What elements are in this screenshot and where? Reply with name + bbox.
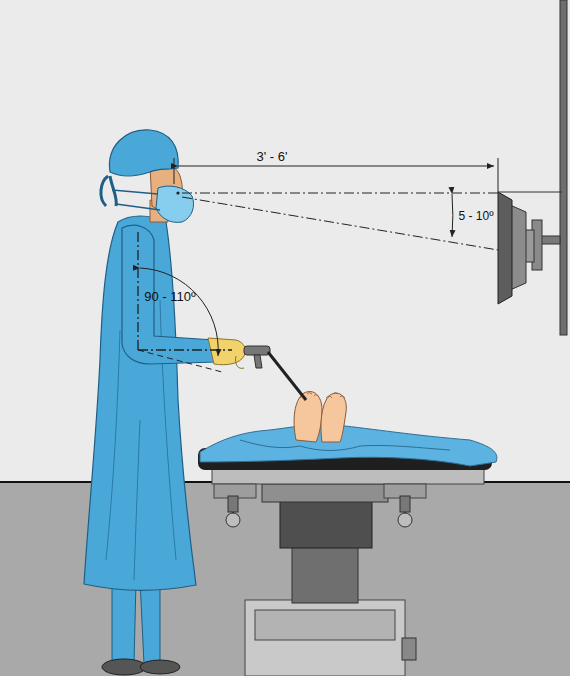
operating-table-part [262,484,388,502]
dimension-lines-part [452,194,454,237]
surgeon-part [156,186,194,222]
operating-table-part [292,545,358,603]
operating-table-part [228,496,238,512]
surgeon-part [122,225,216,364]
dimension-lines-part [174,158,175,184]
dimension-lines-part [182,193,498,194]
dimension-lines-part [138,350,222,372]
surgeon-part [101,176,116,206]
operating-table-part [226,513,240,527]
wall-monitor-part [498,192,562,193]
wall-monitor-part [540,236,560,244]
surgeon-part [102,659,146,675]
surgeon-part [176,191,179,194]
patient-part [240,440,450,451]
surgeon-part [235,356,244,368]
patient [200,392,497,466]
patient-part [294,392,322,442]
dimension-lines [138,158,498,372]
patient-part [200,426,497,466]
wall-monitor-part [560,0,567,335]
dimension-lines-part [178,166,494,167]
surgeon-part [268,352,306,400]
surgeon-part [254,355,262,368]
patient-part [300,393,345,399]
operating-table [198,448,492,676]
room-part [0,0,570,482]
surgeon-part [109,130,178,176]
elbow-angle-dimension: 90 - 110º [142,289,198,304]
surgeon-part [116,204,160,210]
dimension-lines-part [140,268,218,356]
operating-table-part [255,610,395,640]
dimension-lines-part [137,232,138,350]
distance-dimension: 3' - 6' [255,149,290,164]
surgeon-part [244,346,270,355]
surgeon-part [208,338,246,365]
dimension-lines-part [498,158,499,192]
operating-table-part [400,496,410,512]
operating-table-part [245,600,405,676]
surgeon-part [140,660,180,674]
surgeon [84,130,306,675]
surgeon-part [112,190,158,194]
operating-table-part [212,468,484,484]
patient-part [321,393,346,442]
operating-table-part [280,500,372,548]
operating-table-part [398,513,412,527]
operating-table-part [402,638,416,660]
wall-monitor-part [498,192,512,304]
angle-dimension: 5 - 10º [456,209,495,224]
dimension-lines-part [182,197,498,250]
wall-monitor [498,0,567,335]
